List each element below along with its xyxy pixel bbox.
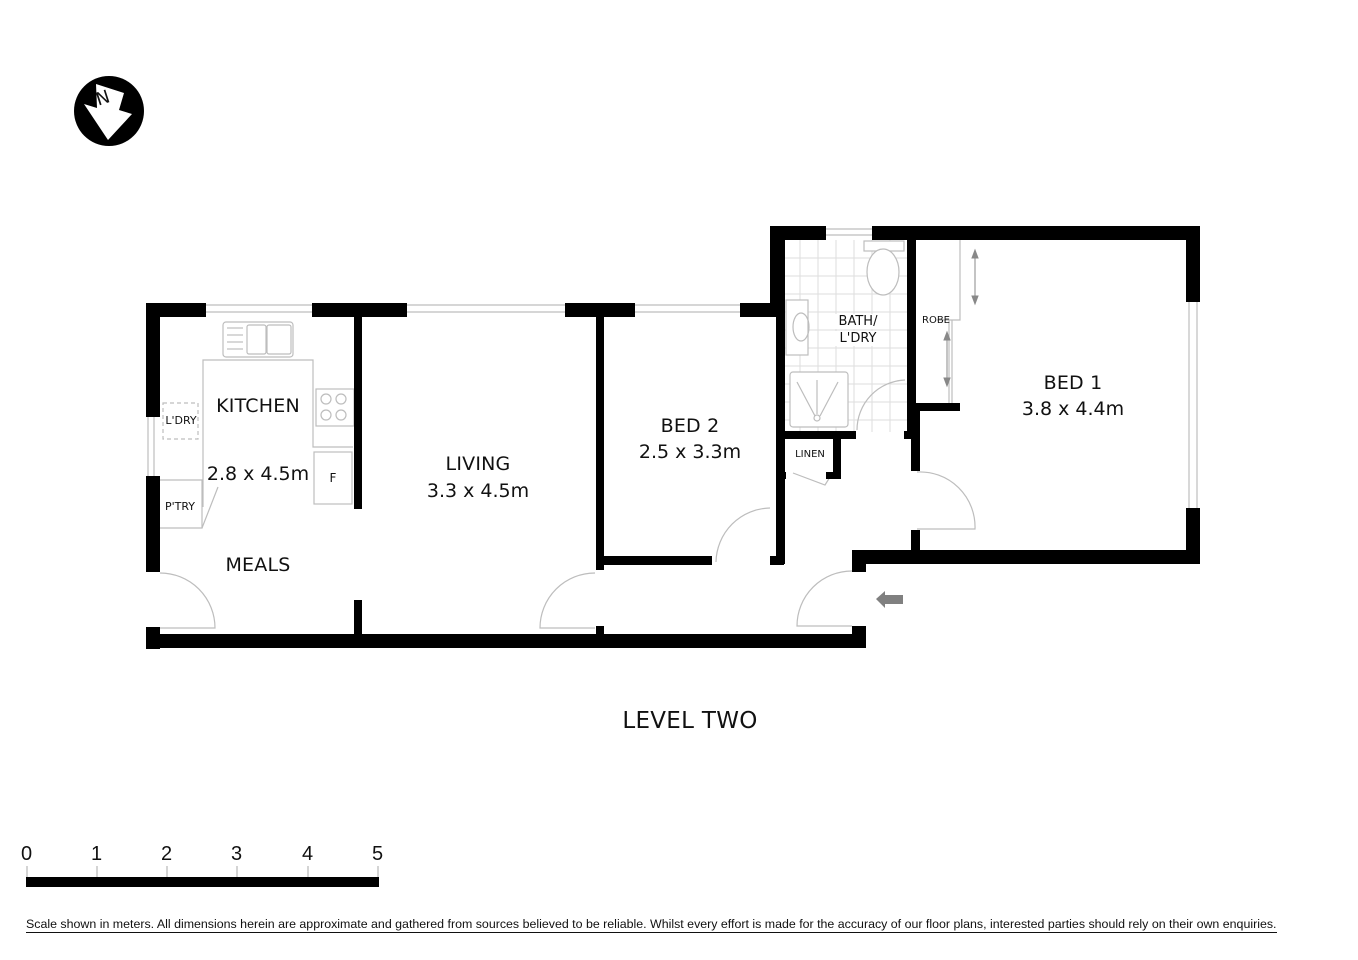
walls (146, 226, 1200, 649)
scale-tick-4: 4 (302, 843, 314, 865)
room-name-bath-line1: BATH/ (828, 314, 888, 329)
scale-tick-5: 5 (372, 843, 384, 865)
room-dimensions-living: 3.3 x 4.5m (426, 480, 530, 502)
room-name-kitchen: KITCHEN (216, 395, 300, 417)
room-dimensions-bed2: 2.5 x 3.3m (638, 441, 742, 463)
room-dimensions-kitchen: 2.8 x 4.5m (206, 463, 310, 485)
level-title: LEVEL TWO (622, 708, 758, 734)
room-dimensions-bed1: 3.8 x 4.4m (1021, 398, 1125, 420)
room-name-bed1: BED 1 (1043, 372, 1103, 394)
scale-tick-2: 2 (161, 843, 173, 865)
disclaimer-text: Scale shown in meters. All dimensions he… (26, 917, 1277, 933)
room-name-bed2: BED 2 (660, 415, 720, 437)
label-linen: LINEN (795, 449, 825, 460)
sliding-door-icon (943, 248, 979, 388)
room-name-meals: MEALS (225, 554, 291, 576)
scale-bar (26, 866, 379, 887)
entry-arrow-icon (876, 591, 903, 608)
room-name-living: LIVING (445, 453, 511, 475)
scale-tick-0: 0 (21, 843, 33, 865)
label-pantry: P'TRY (164, 500, 196, 513)
label-fridge: F (329, 471, 337, 485)
label-laundry-cupboard: L'DRY (165, 414, 197, 427)
room-name-bath-line2: L'DRY (828, 331, 888, 346)
scale-tick-3: 3 (231, 843, 243, 865)
north-arrow-icon (74, 76, 144, 146)
label-robe: ROBE (922, 315, 950, 326)
scale-tick-1: 1 (91, 843, 103, 865)
